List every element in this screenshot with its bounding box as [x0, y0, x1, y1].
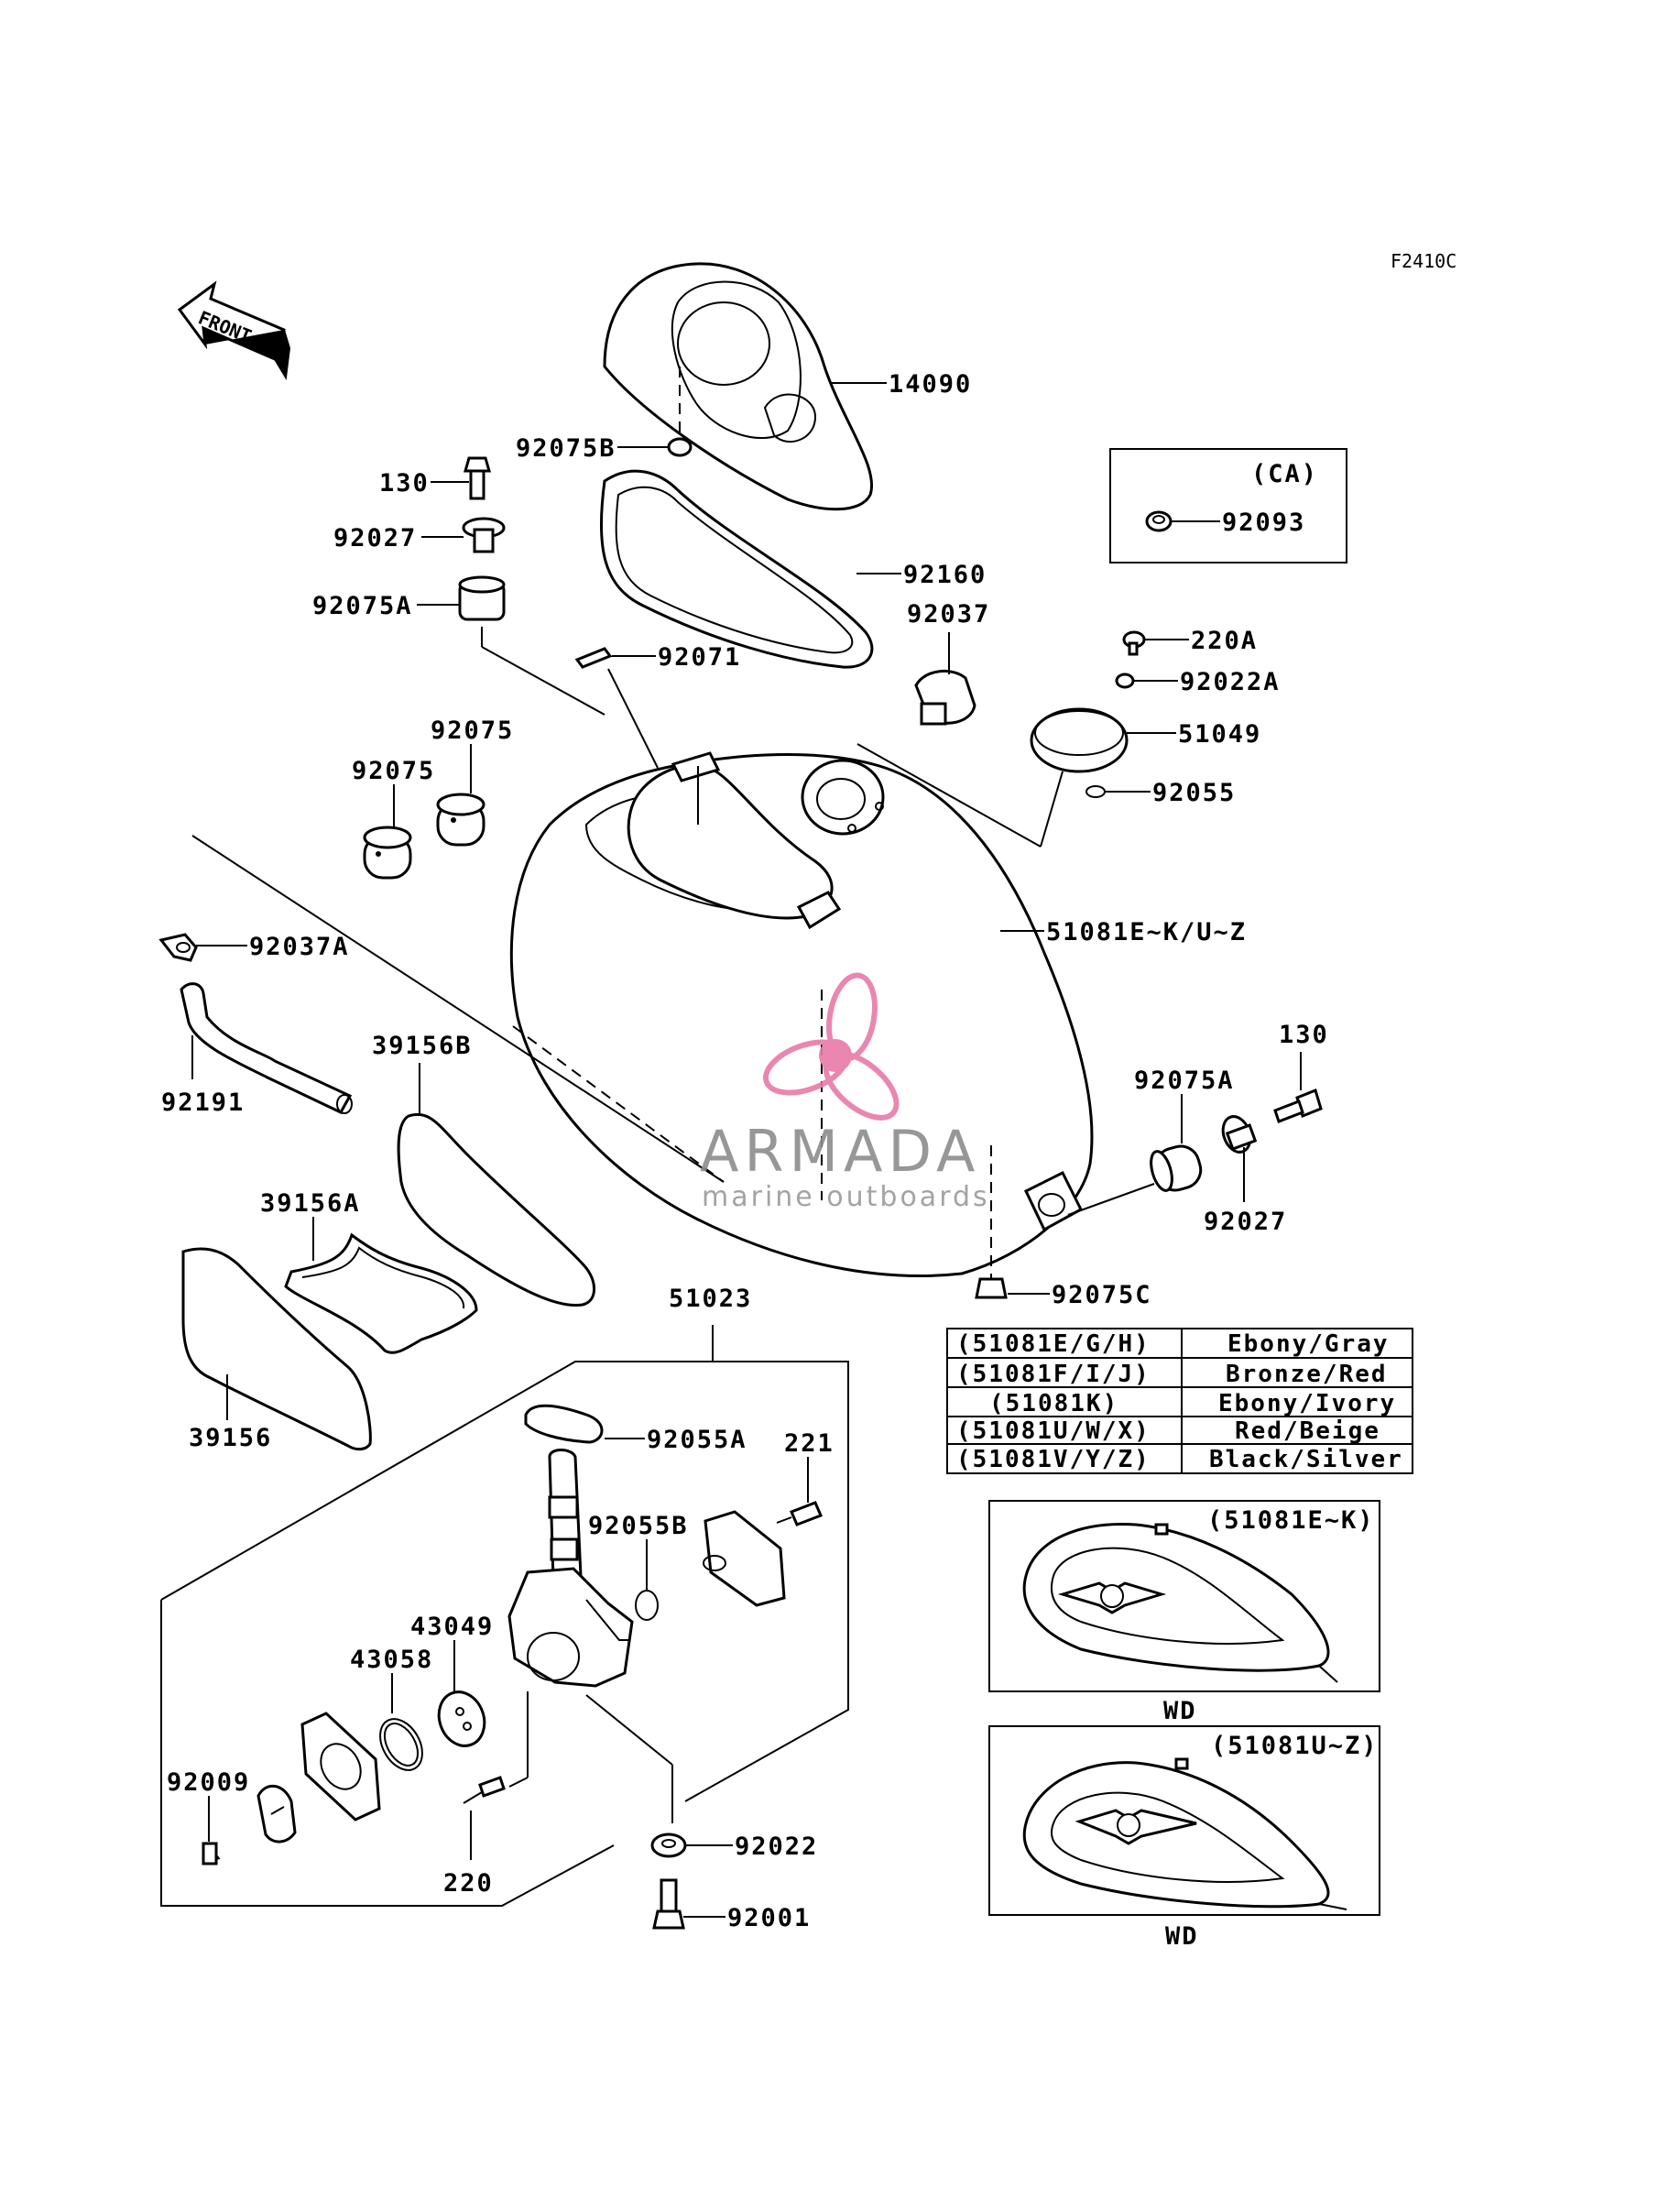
table-color-4: Red/Beige: [1235, 1417, 1380, 1445]
part-92160-gasket: 92160: [599, 469, 987, 669]
label-92160: 92160: [903, 561, 987, 589]
table-code-5: (51081V/Y/Z): [956, 1446, 1151, 1473]
part-92075C-grommet: 92075C: [975, 1277, 1152, 1309]
inset2-footer: WD: [1165, 1922, 1199, 1951]
label-92075A-top: 92075A: [312, 592, 413, 620]
part-92191-hose: 92191: [161, 982, 353, 1117]
part-92027-collar-right: 92027: [1204, 1115, 1287, 1236]
label-92022: 92022: [735, 1832, 818, 1861]
inset1-footer: WD: [1163, 1697, 1197, 1725]
part-92075A-damper-top: 92075A: [312, 575, 605, 716]
label-92075C: 92075C: [1052, 1281, 1152, 1309]
label-43058: 43058: [350, 1646, 433, 1674]
label-130-top: 130: [379, 469, 430, 498]
part-92071-clip: 92071: [574, 643, 741, 769]
part-39156A-pad: 39156A: [260, 1189, 478, 1354]
label-51049: 51049: [1178, 720, 1261, 749]
table-code-2: (51081F/I/J): [956, 1361, 1151, 1388]
inset1-caption: (51081E~K): [1207, 1506, 1375, 1535]
label-221: 221: [784, 1429, 835, 1458]
label-43049: 43049: [410, 1613, 494, 1641]
label-130-right: 130: [1279, 1021, 1329, 1049]
label-92055: 92055: [1152, 779, 1236, 807]
watermark-brand: ARMADA: [700, 1118, 980, 1185]
diagram-code: F2410C: [1391, 250, 1456, 272]
label-92075B: 92075B: [516, 434, 616, 463]
inset2-caption: (51081U~Z): [1211, 1732, 1379, 1760]
part-14090-dash-cover: 14090: [603, 262, 972, 511]
label-92075-b: 92075: [352, 757, 435, 785]
part-51049-fuel-cap: 51049: [1030, 707, 1261, 848]
part-92037A-clip: 92037A: [158, 933, 350, 962]
label-92037: 92037: [907, 600, 990, 629]
table-code-4: (51081U/W/X): [956, 1417, 1151, 1445]
part-39156-panel: 39156: [181, 1247, 372, 1452]
label-92071: 92071: [658, 643, 741, 672]
part-51023-fuel-tap-assembly: 51023 92055A 221 92055B 43049: [160, 1285, 849, 1932]
part-39156B-side-cover: 39156B: [372, 1032, 595, 1307]
label-92075A-right: 92075A: [1134, 1067, 1235, 1095]
label-92001: 92001: [727, 1904, 811, 1932]
inset-tank-variant-1: (51081E~K) WD: [988, 1500, 1380, 1725]
part-130-bolt-top: 130: [379, 456, 491, 500]
label-92055B: 92055B: [588, 1512, 689, 1540]
label-51081: 51081E~K/U~Z: [1046, 918, 1247, 946]
part-92075-damper-a: 92075: [431, 717, 514, 847]
label-51023: 51023: [669, 1285, 752, 1313]
part-51081-fuel-tank: 51081E~K/U~Z: [191, 743, 1247, 1283]
front-arrow-icon: FRONT: [177, 280, 291, 380]
inset-tank-variant-2: (51081U~Z) WD: [988, 1725, 1380, 1951]
part-92075-damper-b: 92075: [352, 757, 435, 880]
table-color-1: Ebony/Gray: [1227, 1330, 1390, 1358]
part-92022A-washer: 92022A: [1115, 668, 1281, 696]
label-14090: 14090: [889, 370, 972, 399]
ca-box: (CA) 92093: [1109, 448, 1347, 563]
label-92093: 92093: [1222, 509, 1305, 537]
label-92022A: 92022A: [1180, 668, 1281, 696]
part-92027-collar-top: 92027: [333, 517, 506, 553]
table-color-5: Black/Silver: [1209, 1446, 1403, 1473]
label-92027-right: 92027: [1204, 1208, 1287, 1236]
table-color-2: Bronze/Red: [1226, 1361, 1388, 1388]
label-39156: 39156: [189, 1424, 272, 1452]
table-code-3: (51081K): [989, 1390, 1118, 1417]
armada-watermark-logo: ARMADA marine outboards: [700, 972, 990, 1213]
label-39156B: 39156B: [372, 1032, 473, 1060]
label-92075-a: 92075: [431, 717, 514, 745]
color-table: (51081E/G/H) Ebony/Gray (51081F/I/J) Bro…: [946, 1328, 1413, 1474]
watermark-tagline: marine outboards: [702, 1181, 990, 1213]
part-92055-oring: 92055: [1085, 779, 1236, 807]
label-220A: 220A: [1191, 627, 1258, 655]
label-92037A: 92037A: [249, 933, 350, 961]
ca-box-label: (CA): [1251, 460, 1318, 488]
table-code-1: (51081E/G/H): [956, 1330, 1151, 1358]
label-92055A: 92055A: [647, 1426, 747, 1454]
label-92009: 92009: [167, 1768, 250, 1797]
part-92075B-grommet: 92075B: [516, 366, 693, 463]
table-color-3: Ebony/Ivory: [1218, 1390, 1396, 1417]
part-130-bolt-right: 130: [1273, 1021, 1329, 1123]
label-92191: 92191: [161, 1089, 245, 1117]
part-92037-clamp: 92037: [907, 600, 990, 726]
part-92075A-damper-right: 92075A: [1067, 1067, 1235, 1216]
label-220: 220: [443, 1869, 494, 1898]
label-39156A: 39156A: [260, 1189, 361, 1218]
label-92027-top: 92027: [333, 524, 417, 552]
part-220A-screw: 220A: [1122, 627, 1258, 656]
